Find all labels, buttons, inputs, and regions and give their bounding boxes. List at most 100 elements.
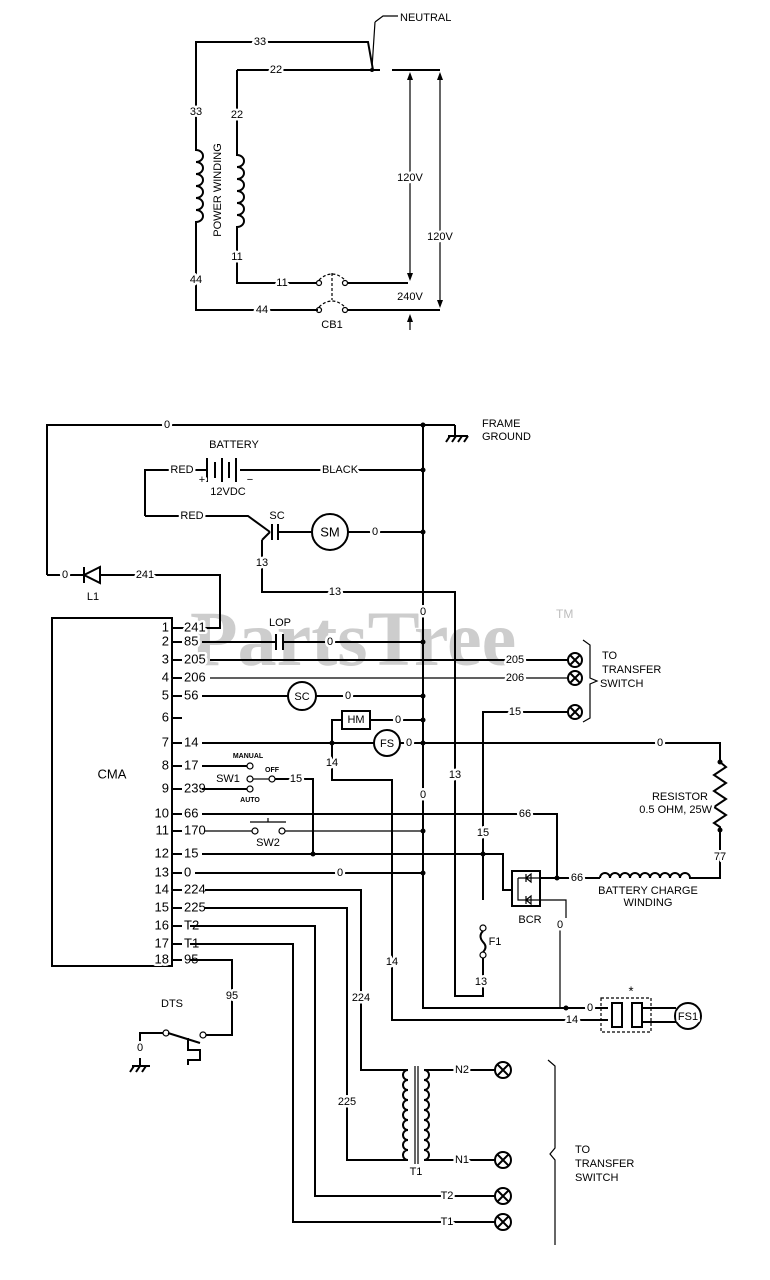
cma-pin-number: 18	[155, 951, 169, 966]
label-0: 0	[395, 714, 401, 726]
cma-pin-wire: T1	[184, 935, 199, 950]
off-label: OFF	[265, 767, 280, 774]
label-0: 0	[62, 569, 68, 581]
label-0: 0	[372, 526, 378, 538]
label-205: 205	[506, 654, 524, 666]
battery-icon	[206, 458, 237, 482]
cma-pin-wire: 15	[184, 845, 198, 860]
cma-pin-wire: 0	[184, 864, 191, 879]
transformer-secondary-icon	[423, 1069, 495, 1161]
starter-motor-icon	[311, 513, 349, 551]
cma-pin-number: 13	[155, 864, 169, 879]
charge-winding-label: WINDING	[624, 897, 673, 909]
cma-pin-wire: 66	[184, 805, 198, 820]
diode-l1-icon	[81, 565, 101, 585]
cma-pin-number: 15	[155, 899, 169, 914]
label-13: 13	[256, 557, 268, 569]
to-transfer-switch-label: TO	[575, 1144, 591, 1156]
voltage-120v-label: 120V	[397, 172, 423, 184]
ground-label: GROUND	[482, 431, 531, 443]
label-225: 225	[338, 1096, 356, 1108]
cma-pin-wire: 14	[184, 734, 198, 749]
n2-label: N2	[455, 1064, 469, 1076]
to-transfer-switch-label: TRANSFER	[602, 664, 661, 676]
charge-winding-label: BATTERY CHARGE	[598, 885, 698, 897]
label-22: 22	[270, 64, 282, 76]
resistor-icon	[695, 761, 728, 879]
label-13: 13	[475, 976, 487, 988]
transformer-t1-label: T1	[410, 1166, 423, 1178]
control-section: 0 FRAME GROUND 0 0 BATTERY 12VDC + − RED…	[46, 415, 729, 1245]
label-0: 0	[327, 636, 333, 648]
cma-pin-number: 12	[155, 845, 169, 860]
cma-pin-number: 11	[156, 822, 170, 837]
hour-meter-label: HM	[347, 714, 364, 726]
l1-label: L1	[87, 591, 99, 603]
label-206: 206	[506, 672, 524, 684]
wire-224	[205, 889, 408, 1071]
sw1-wires	[202, 765, 314, 854]
sw2-label: SW2	[256, 837, 280, 849]
cma-pin-number: 17	[155, 935, 169, 950]
manual-label: MANUAL	[233, 753, 264, 760]
cma-pin-wire: 224	[184, 881, 206, 896]
label-95: 95	[226, 990, 238, 1002]
fuel-solenoid-icon	[373, 729, 401, 757]
cma-pin-number: 8	[162, 757, 169, 772]
wire-95	[190, 959, 233, 1036]
sw2-switch	[205, 818, 423, 832]
t2-label: T2	[441, 1190, 454, 1202]
cma-pin-wire: 206	[184, 669, 206, 684]
cma-pin-number: 10	[155, 805, 169, 820]
label-0: 0	[420, 789, 426, 801]
neutral-label: NEUTRAL	[400, 12, 451, 24]
label-11: 11	[231, 251, 242, 263]
label-44: 44	[190, 274, 202, 286]
wire-red-13	[145, 515, 484, 997]
red-label: RED	[180, 510, 203, 522]
wire-0-bus	[422, 425, 608, 1009]
label-14: 14	[566, 1014, 578, 1026]
label-13: 13	[329, 586, 341, 598]
terminal-icons	[567, 652, 583, 720]
label-224: 224	[352, 992, 370, 1004]
cma-pin-number: 4	[162, 669, 169, 684]
battery-minus: −	[247, 474, 253, 486]
wire-33	[195, 41, 374, 110]
cma-pin-number: 6	[162, 709, 169, 724]
label-0: 0	[657, 737, 663, 749]
brace-icon	[547, 1059, 556, 1245]
wire-t1	[190, 943, 495, 1223]
cma-pin-number: 7	[162, 734, 169, 749]
wire-15-cma	[202, 853, 512, 891]
label-0: 0	[420, 606, 426, 618]
label-44: 44	[256, 304, 268, 316]
fs1-label: FS1	[678, 1011, 698, 1023]
wire-66	[202, 813, 558, 878]
t1-label: T1	[441, 1216, 454, 1228]
label-22: 22	[231, 109, 243, 121]
battery-voltage-label: 12VDC	[210, 486, 246, 498]
label-0: 0	[406, 737, 412, 749]
sc-relay-label: SC	[294, 691, 309, 703]
cma-pin-wire: 241	[184, 619, 206, 634]
cma-label: CMA	[98, 766, 127, 781]
to-transfer-switch-label: TRANSFER	[575, 1158, 634, 1170]
cma-pin-number: 5	[162, 687, 169, 702]
winding-coil-22-11	[236, 70, 316, 284]
wire-11-44-out	[348, 282, 440, 311]
to-transfer-switch-label: TO	[602, 650, 618, 662]
wire-15	[482, 711, 568, 900]
cma-pin-number: 1	[162, 619, 169, 634]
connector-icon	[600, 997, 652, 1033]
n1-label: N1	[455, 1154, 469, 1166]
cma-pin-number: 3	[162, 651, 169, 666]
label-0: 0	[557, 919, 563, 931]
wire-t2	[190, 925, 495, 1197]
label-241: 241	[136, 569, 154, 581]
label-66: 66	[519, 808, 531, 820]
wire-14-hm	[331, 719, 608, 1021]
cma-module	[51, 617, 173, 967]
label-13: 13	[449, 769, 461, 781]
